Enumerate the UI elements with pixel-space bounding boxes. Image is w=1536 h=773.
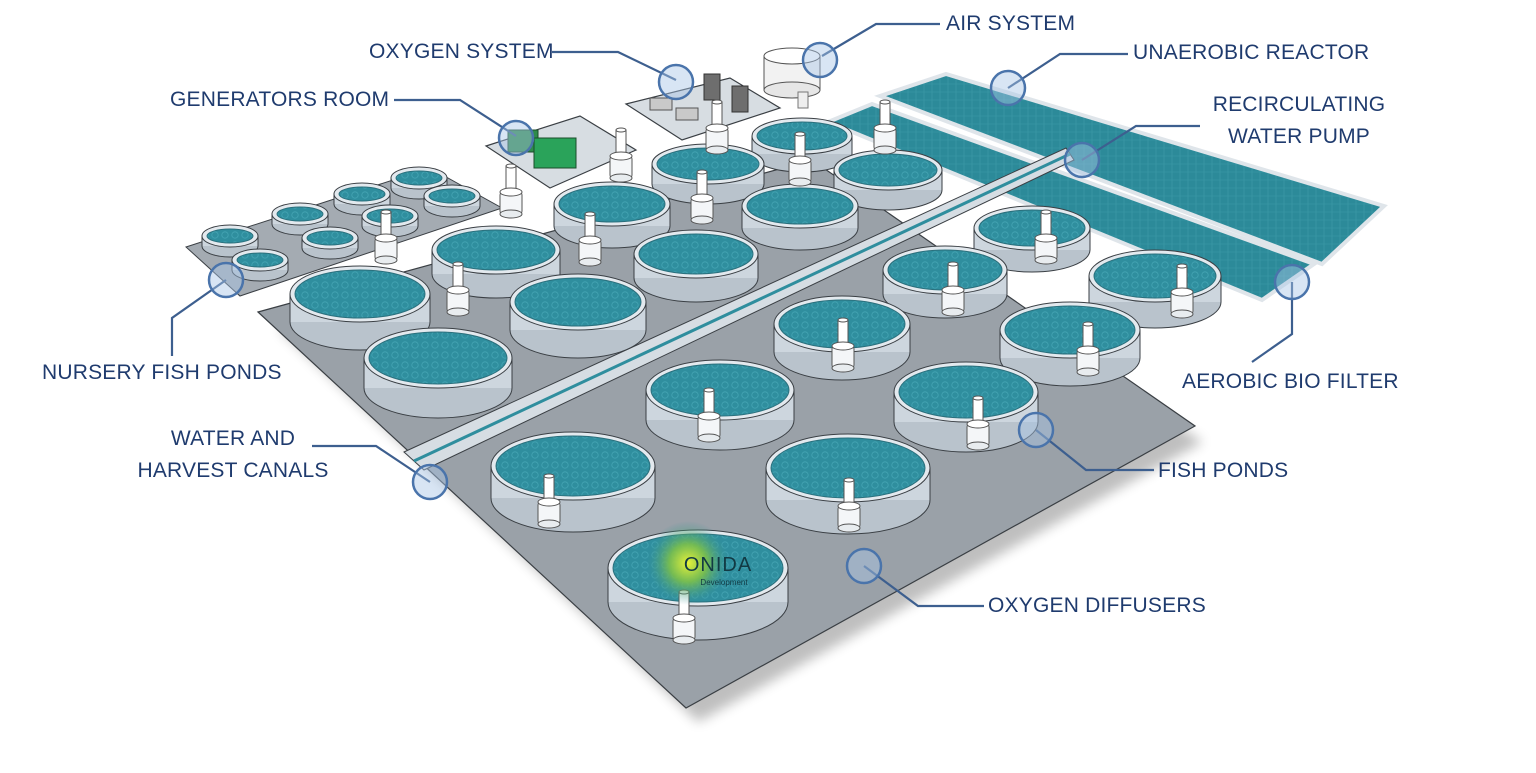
oxygen-diffuser xyxy=(837,477,861,533)
oxygen-diffuser xyxy=(941,261,965,317)
marker-recirculating-pump xyxy=(1063,141,1101,179)
fish-pond xyxy=(893,361,1039,453)
unaerobic-reactor-tank xyxy=(874,71,1388,267)
nursery-pond xyxy=(390,166,448,200)
marker-water-harvest-canals xyxy=(411,463,449,501)
callout-markers xyxy=(207,41,1311,585)
label-oxygen-diffusers: OXYGEN DIFFUSERS xyxy=(988,594,1206,617)
marker-fish-ponds xyxy=(1017,411,1055,449)
fish-pond xyxy=(509,273,647,359)
label-aerobic-bio-filter: AEROBIC BIO FILTER xyxy=(1182,370,1399,393)
oxygen-diffuser xyxy=(831,317,855,373)
label-canals-line-1: WATER AND xyxy=(170,427,296,450)
label-fish-ponds: FISH PONDS xyxy=(1158,459,1289,482)
fish-pond xyxy=(490,431,656,533)
fish-pond xyxy=(363,327,513,419)
fish-pond xyxy=(999,301,1141,387)
oxygen-diffuser xyxy=(690,169,714,225)
fish-pond xyxy=(651,143,765,205)
fish-pond xyxy=(973,205,1091,273)
leader-nursery-fish-ponds xyxy=(170,279,227,356)
nursery-pond xyxy=(271,202,329,236)
marker-generators-room xyxy=(497,119,535,157)
fish-pond xyxy=(741,183,859,251)
logo-name: ONIDA xyxy=(684,554,752,576)
leader-recirculating-pump xyxy=(1081,124,1200,161)
aerobic-bio-filter-tank xyxy=(822,101,1319,303)
oxygen-diffuser xyxy=(966,395,990,451)
leader-fish-ponds xyxy=(1035,429,1154,472)
oxygen-diffuser xyxy=(873,99,897,155)
marker-aerobic-bio-filter xyxy=(1273,263,1311,301)
leader-air-system xyxy=(821,22,940,57)
nursery-pond xyxy=(231,248,289,282)
oxygen-diffuser xyxy=(1076,321,1100,377)
oxygen-diffuser xyxy=(697,387,721,443)
label-recirculating-pump: RECIRCULATING WATER PUMP xyxy=(1198,89,1400,153)
fish-ponds xyxy=(289,117,1222,641)
leader-oxygen-diffusers xyxy=(863,565,984,608)
fish-pond xyxy=(553,181,671,249)
marker-unaerobic-reactor xyxy=(989,69,1027,107)
leader-water-harvest-canals xyxy=(312,444,431,483)
leader-unaerobic-reactor xyxy=(1007,52,1128,89)
label-water-harvest-canals: WATER AND HARVEST CANALS xyxy=(130,423,336,487)
label-recirculating-line-1: RECIRCULATING xyxy=(1212,93,1386,116)
label-unaerobic-reactor: UNAEROBIC REACTOR xyxy=(1133,41,1370,64)
leader-generators-room xyxy=(394,98,517,137)
fish-pond xyxy=(633,229,759,303)
oxygen-diffuser xyxy=(788,131,812,187)
oxygen-diffuser xyxy=(537,473,561,529)
marker-oxygen-system xyxy=(657,63,695,101)
oxygen-diffuser xyxy=(578,211,602,267)
oxygen-diffuser xyxy=(609,127,633,183)
oxygen-diffuser xyxy=(499,163,523,219)
label-nursery-fish-ponds: NURSERY FISH PONDS xyxy=(42,361,282,384)
marker-air-system xyxy=(801,41,839,79)
nursery-pond xyxy=(301,226,359,260)
oxygen-diffuser xyxy=(1034,209,1058,265)
label-generators-room: GENERATORS ROOM xyxy=(170,88,390,111)
onida-logo: ONIDA Development xyxy=(646,521,752,605)
oxygen-diffusers xyxy=(374,99,1194,645)
oxygen-diffuser xyxy=(374,209,398,265)
logo-subtitle: Development xyxy=(700,578,748,587)
oxygen-diffuser xyxy=(446,261,470,317)
nursery-fish-ponds xyxy=(201,166,481,282)
label-oxygen-system: OXYGEN SYSTEM xyxy=(369,40,554,63)
marker-nursery-fish-ponds xyxy=(207,261,245,299)
leader-oxygen-system xyxy=(552,50,677,81)
label-recirculating-line-2: WATER PUMP xyxy=(1228,125,1370,148)
oxygen-diffuser xyxy=(1170,263,1194,319)
oxygen-diffuser xyxy=(705,99,729,155)
fish-pond xyxy=(289,265,431,351)
nursery-pond xyxy=(423,184,481,218)
label-canals-line-2: HARVEST CANALS xyxy=(137,459,329,482)
oxygen-diffuser xyxy=(672,589,696,645)
nursery-pond xyxy=(201,224,259,258)
fish-pond xyxy=(833,149,943,211)
label-air-system: AIR SYSTEM xyxy=(946,12,1076,35)
marker-oxygen-diffusers xyxy=(845,547,883,585)
